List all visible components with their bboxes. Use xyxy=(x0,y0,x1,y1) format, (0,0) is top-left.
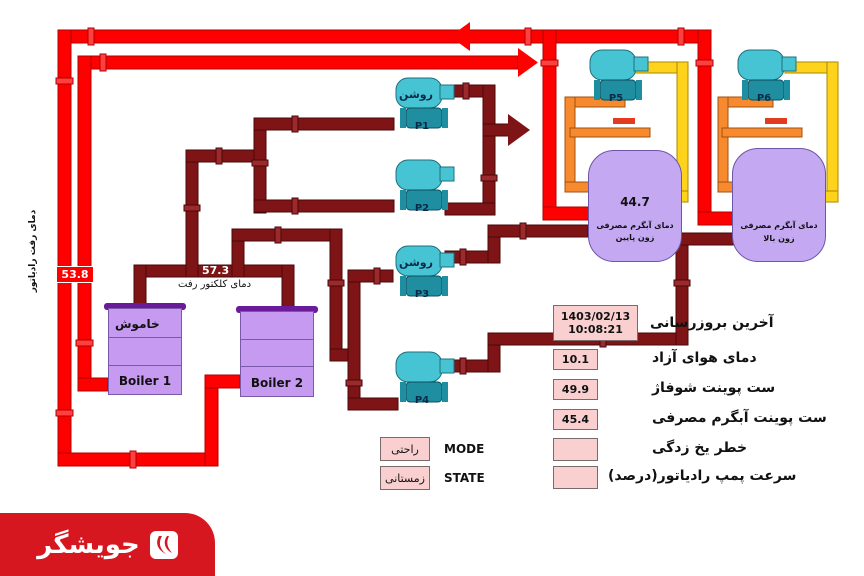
brand-mark-icon xyxy=(149,530,178,559)
collector-arrow xyxy=(508,114,530,146)
radiator-loop-pipes xyxy=(57,29,741,467)
state-label: STATE xyxy=(444,471,485,485)
pump-p1-label: P1 xyxy=(414,121,430,132)
dhw-setpoint-value: 45.4 xyxy=(553,409,598,430)
boiler-2-name: Boiler 2 xyxy=(250,376,304,390)
dhw-tank-low-zone: 44.7 دمای آبگرم مصرفی زون پایین xyxy=(588,150,682,262)
boiler-1-cap xyxy=(104,303,186,310)
mode-label: MODE xyxy=(444,442,485,456)
outdoor-temp-label: دمای هوای آزاد xyxy=(652,350,757,366)
supply-arrow xyxy=(518,48,538,77)
pump-p3-status: روشن xyxy=(399,256,433,269)
last-update-label: آخرین بروزرسانی xyxy=(650,315,774,331)
brand-logo: جویشگر xyxy=(0,513,215,576)
boiler-1-status: خاموش xyxy=(115,317,160,331)
tank-high-label-line2: زون بالا xyxy=(763,234,795,243)
radiator-supply-temp: 53.8 xyxy=(56,266,94,283)
state-value: زمستانی xyxy=(380,466,430,490)
brand-logo-text: جویشگر xyxy=(37,529,140,560)
collector-pipes xyxy=(133,84,737,411)
collector-label: دمای کلکتور رفت xyxy=(178,279,252,290)
pump-p5-label: P5 xyxy=(608,93,624,104)
pump-p1-status: روشن xyxy=(399,88,433,101)
boiler-2[interactable]: Boiler 2 xyxy=(240,311,314,397)
dhw-tank-high-zone: دمای آبگرم مصرفی زون بالا xyxy=(732,148,826,262)
last-update-box: 1403/02/13 10:08:21 xyxy=(553,305,638,341)
outdoor-temp-value: 10.1 xyxy=(553,349,598,370)
return-arrow xyxy=(450,22,470,51)
collector-temp: 57.3 xyxy=(202,264,230,277)
heating-setpoint-value: 49.9 xyxy=(553,379,598,400)
dhw-setpoint-label: ست پوینت آبگرم مصرفی xyxy=(652,410,827,426)
radiator-pump-speed-label: سرعت پمپ رادیاتور(درصد) xyxy=(608,468,797,484)
tank-low-temp: 44.7 xyxy=(620,195,650,209)
red-pipe-flanges xyxy=(55,27,714,469)
radiator-supply-label: دمای رفت رادیاتور xyxy=(28,209,38,293)
mode-value: راحتی xyxy=(380,437,430,461)
pump-p2-label: P2 xyxy=(414,203,430,214)
boiler-1-name: Boiler 1 xyxy=(118,374,172,388)
tank-low-label-line1: دمای آبگرم مصرفی xyxy=(596,221,674,230)
radiator-pump-speed-value xyxy=(553,466,598,489)
tank-low-label-line2: زون پایین xyxy=(615,233,655,242)
freeze-risk-value xyxy=(553,438,598,461)
pump-p3-label: P3 xyxy=(414,289,430,300)
valve-handles xyxy=(613,118,787,124)
heating-setpoint-label: ست پوینت شوفاژ xyxy=(652,380,776,396)
freeze-risk-label: خطر یخ زدگی xyxy=(652,440,748,456)
tank-high-label-line1: دمای آبگرم مصرفی xyxy=(740,221,818,230)
pump-p4-label: P4 xyxy=(414,395,430,406)
pump-p6-label: P6 xyxy=(756,93,772,104)
last-update-date: 1403/02/13 xyxy=(560,310,631,323)
boiler-2-cap xyxy=(236,306,318,313)
boiler-1[interactable]: خاموش Boiler 1 xyxy=(108,308,182,395)
last-update-time: 10:08:21 xyxy=(568,323,623,336)
